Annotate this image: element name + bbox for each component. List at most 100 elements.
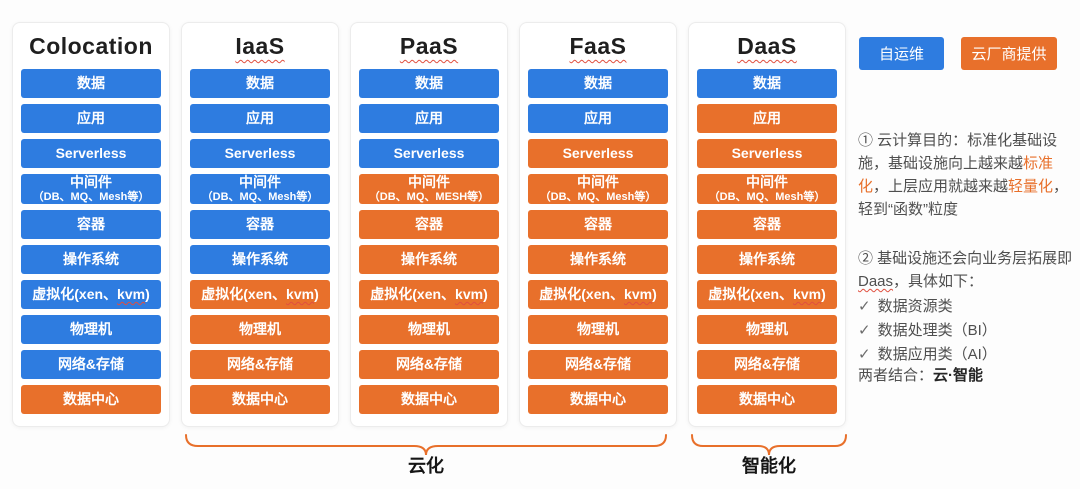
layer-label: 中间件 [408,174,450,190]
layer-network-storage: 网络&存储 [528,349,668,379]
note-2-text: ② 基础设施还会向业务层拓展即 [858,250,1073,267]
layer-physical-machine: 物理机 [359,314,499,344]
layer-label: 物理机 [70,321,112,338]
layer-middleware: 中间件（DB、MQ、Mesh等） [190,174,330,204]
intelligence-label: 智能化 [742,456,796,476]
layer-physical-machine: 物理机 [528,314,668,344]
layer-label: 应用 [584,110,612,127]
column-title: IaaS [235,33,285,59]
layer-virtualization: 虚拟化(xen、kvm) [21,279,161,309]
checkmark-icon: ✓ [858,322,871,339]
layer-datacenter: 数据中心 [21,384,161,414]
layer-label: Serverless [55,145,127,162]
layer-label: （DB、MQ、Mesh等） [708,190,826,203]
layer-serverless: Serverless [528,139,668,168]
layer-label: （DB、MQ、Mesh等） [201,190,319,203]
layer-container: 容器 [528,209,668,239]
layer-serverless: Serverless [697,139,837,168]
layer-label: 容器 [584,216,612,233]
layer-container: 容器 [697,209,837,239]
layer-serverless: Serverless [21,139,161,168]
layer-container: 容器 [190,209,330,239]
layer-physical-machine: 物理机 [190,314,330,344]
note-3: 两者结合：云·智能 [858,364,983,385]
layer-label: 操作系统 [63,251,119,268]
layer-label: 容器 [77,216,105,233]
legend-self-ops: 自运维 [859,37,944,70]
note-3-text: 两者结合： [858,367,934,384]
note-1-highlight-standardized: 标准化 [858,155,1054,195]
note-1: ① 云计算目的：标准化基础设施，基础设施向上越来越标准化，上层应用就越来越轻量化… [858,129,1076,221]
layer-label: 虚拟化(xen、kvm) [539,286,657,303]
layer-label: 网络&存储 [733,356,801,373]
layer-virtualization: 虚拟化(xen、kvm) [359,279,499,309]
layer-label: （DB、MQ、Mesh等） [539,190,657,203]
layer-label: Serverless [393,145,465,162]
note-2-daas-flagged: Daas [858,273,894,290]
layer-datacenter: 数据中心 [190,384,330,414]
checklist-item-label: 数据资源类 [877,298,953,315]
layer-label: 应用 [77,110,105,127]
column-title: FaaS [569,33,627,59]
layer-middleware: 中间件（DB、MQ、Mesh等） [21,174,161,204]
layer-virtualization: 虚拟化(xen、kvm) [697,279,837,309]
layer-os: 操作系统 [21,244,161,274]
layer-label: 数据 [77,75,105,92]
layer-label: 操作系统 [232,251,288,268]
layer-label: Serverless [224,145,296,162]
layer-network-storage: 网络&存储 [697,349,837,379]
layer-data: 数据 [21,69,161,98]
layer-label: 物理机 [577,321,619,338]
intelligence-brace [691,434,847,456]
layer-label: 中间件 [239,174,281,190]
legend-vendor-provided: 云厂商提供 [961,37,1057,70]
layer-label: 数据中心 [232,391,288,408]
checkmark-icon: ✓ [858,298,871,315]
layer-app: 应用 [359,104,499,133]
layer-stack: 数据应用 Serverless 中间件（DB、MQ、Mesh等） 容器操作系统虚拟化(… [21,69,161,414]
cloudification-brace [185,434,667,456]
daas-checklist: ✓ 数据资源类 ✓ 数据处理类（BI） ✓ 数据应用类（AI） [858,295,1076,367]
layer-data: 数据 [528,69,668,98]
layer-physical-machine: 物理机 [697,314,837,344]
layer-label: 虚拟化(xen、kvm) [708,286,826,303]
layer-os: 操作系统 [528,244,668,274]
layer-label: 数据中心 [739,391,795,408]
layer-virtualization: 虚拟化(xen、kvm) [528,279,668,309]
layer-label: 数据中心 [63,391,119,408]
layer-label: 数据中心 [401,391,457,408]
layer-label: 数据 [584,75,612,92]
layer-label: 中间件 [70,174,112,190]
layer-physical-machine: 物理机 [21,314,161,344]
note-1-text: ① 云计算目的：标准化基础设施，基础设施向上越来越 [858,132,1058,172]
layer-label: 网络&存储 [395,356,463,373]
layer-label: 虚拟化(xen、kvm) [370,286,488,303]
service-model-card: FaaS 数据应用 Serverless 中间件（DB、MQ、Mesh等） 容器操作系… [519,22,677,427]
column-title: Colocation [29,33,153,59]
note-3-bold: 云·智能 [933,367,984,384]
note-2-text: ，具体如下： [893,273,984,290]
layer-middleware: 中间件（DB、MQ、Mesh等） [528,174,668,204]
layer-app: 应用 [528,104,668,133]
layer-data: 数据 [190,69,330,98]
list-item: ✓ 数据应用类（AI） [858,343,1076,367]
layer-label: 虚拟化(xen、kvm) [201,286,319,303]
layer-network-storage: 网络&存储 [21,349,161,379]
layer-container: 容器 [359,209,499,239]
checklist-item-label: 数据处理类（BI） [877,322,997,339]
layer-label: （DB、MQ、MESH等） [368,190,490,203]
note-1-text: ，上层应用就越来越 [873,178,1009,195]
layer-os: 操作系统 [190,244,330,274]
layer-label: 虚拟化(xen、kvm) [32,286,150,303]
layer-label: 容器 [246,216,274,233]
layer-stack: 数据应用 Serverless 中间件（DB、MQ、Mesh等） 容器操作系统虚拟化(… [528,69,668,414]
cloudification-label: 云化 [408,456,444,476]
layer-label: 数据 [246,75,274,92]
layer-data: 数据 [697,69,837,98]
